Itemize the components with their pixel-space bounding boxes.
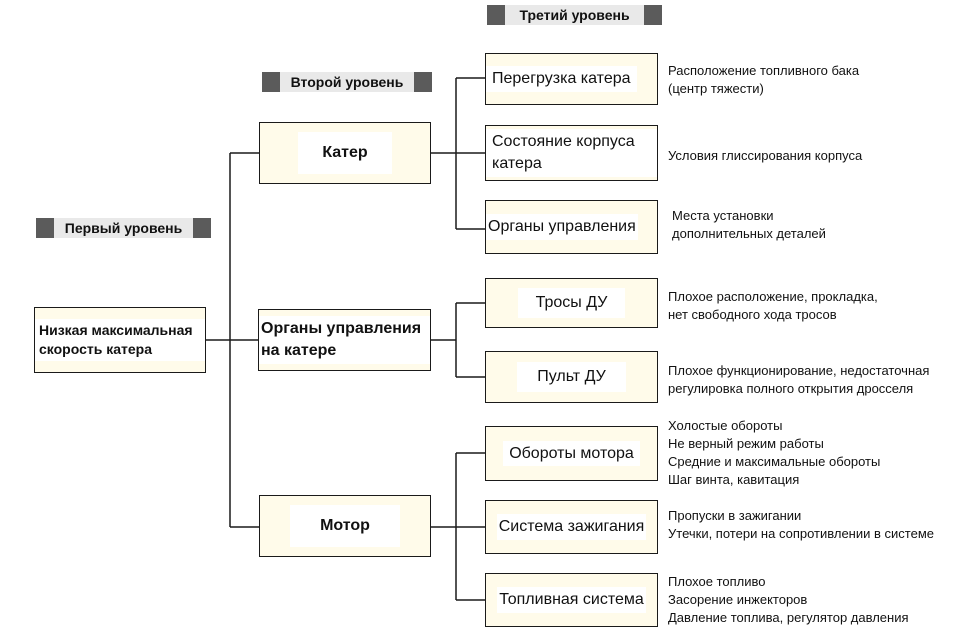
note-line: Места установки xyxy=(672,208,774,223)
level3-node-cables: Тросы ДУ xyxy=(485,278,658,328)
connector-controls xyxy=(430,302,486,378)
level3-node-remote-label: Пульт ДУ xyxy=(517,362,626,392)
note-line: Не верный режим работы xyxy=(668,435,824,451)
level-header-first: Первый уровень xyxy=(36,218,211,238)
level3-node-remote: Пульт ДУ xyxy=(485,351,658,403)
level2-node-controls: Органы управления на катере xyxy=(258,309,431,371)
note-line: Шаг винта, кавитация xyxy=(668,471,800,487)
note-line: Средние и максимальные обороты xyxy=(668,453,881,469)
level2-node-motor: Мотор xyxy=(259,495,431,557)
note-line: Плохое функционирование, недостаточная xyxy=(668,363,930,378)
note-fuel: Плохое топливо Засорение инжекторов Давл… xyxy=(668,573,909,627)
note-line: дополнительных деталей xyxy=(672,225,826,241)
level3-node-steering: Органы управления xyxy=(485,200,658,254)
level3-node-fuel: Топливная система xyxy=(485,573,658,627)
note-line: Холостые обороты xyxy=(668,418,783,433)
level2-node-controls-label: Органы управления на катере xyxy=(259,316,430,364)
note-line: Пропуски в зажигании xyxy=(668,508,802,523)
level2-node-kater: Катер xyxy=(259,122,431,184)
level3-node-hull-label: Состояние корпуса катера xyxy=(486,129,657,177)
level3-node-fuel-label: Топливная система xyxy=(497,587,646,613)
note-hull: Условия глиссирования корпуса xyxy=(668,147,862,165)
note-remote: Плохое функционирование, недостаточная р… xyxy=(668,362,929,398)
note-line: Плохое расположение, прокладка, xyxy=(668,289,878,304)
level3-node-ignition-label: Система зажигания xyxy=(496,514,647,540)
note-line: регулировка полного открытия дросселя xyxy=(668,380,914,396)
level-header-second: Второй уровень xyxy=(262,72,432,92)
level3-node-cables-label: Тросы ДУ xyxy=(517,288,626,318)
level3-node-steering-label: Органы управления xyxy=(486,214,638,240)
level3-node-rpm: Обороты мотора xyxy=(485,426,658,481)
note-line: Засорение инжекторов xyxy=(668,591,808,607)
level3-node-ignition: Система зажигания xyxy=(485,500,658,554)
level3-node-rpm-label: Обороты мотора xyxy=(503,440,640,467)
note-line: (центр тяжести) xyxy=(668,80,764,96)
note-cables: Плохое расположение, прокладка, нет своб… xyxy=(668,288,878,324)
note-rpm: Холостые обороты Не верный режим работы … xyxy=(668,417,880,489)
level2-node-kater-label: Катер xyxy=(298,132,392,174)
note-overload: Расположение топливного бака (центр тяже… xyxy=(668,62,859,98)
level3-node-overload-label: Перегрузка катера xyxy=(486,66,637,92)
note-line: Давление топлива, регулятор давления xyxy=(668,609,909,625)
connector-motor xyxy=(430,452,486,601)
connector-root xyxy=(205,152,260,528)
root-node-label: Низкая максимальная скорость катера xyxy=(35,319,205,361)
level-header-third: Третий уровень xyxy=(487,5,662,25)
level3-node-hull: Состояние корпуса катера xyxy=(485,125,658,181)
connector-kater xyxy=(430,77,486,230)
note-line: нет свободного хода тросов xyxy=(668,306,837,322)
root-node: Низкая максимальная скорость катера xyxy=(34,307,206,373)
note-line: Условия глиссирования корпуса xyxy=(668,148,863,163)
note-line: Плохое топливо xyxy=(668,574,766,589)
note-line: Утечки, потери на сопротивлении в систем… xyxy=(668,525,934,541)
note-line: Расположение топливного бака xyxy=(668,63,860,78)
level2-node-motor-label: Мотор xyxy=(290,505,400,547)
note-ignition: Пропуски в зажигании Утечки, потери на с… xyxy=(668,507,934,543)
note-steering: Места установки дополнительных деталей xyxy=(672,207,826,243)
level3-node-overload: Перегрузка катера xyxy=(485,53,658,105)
